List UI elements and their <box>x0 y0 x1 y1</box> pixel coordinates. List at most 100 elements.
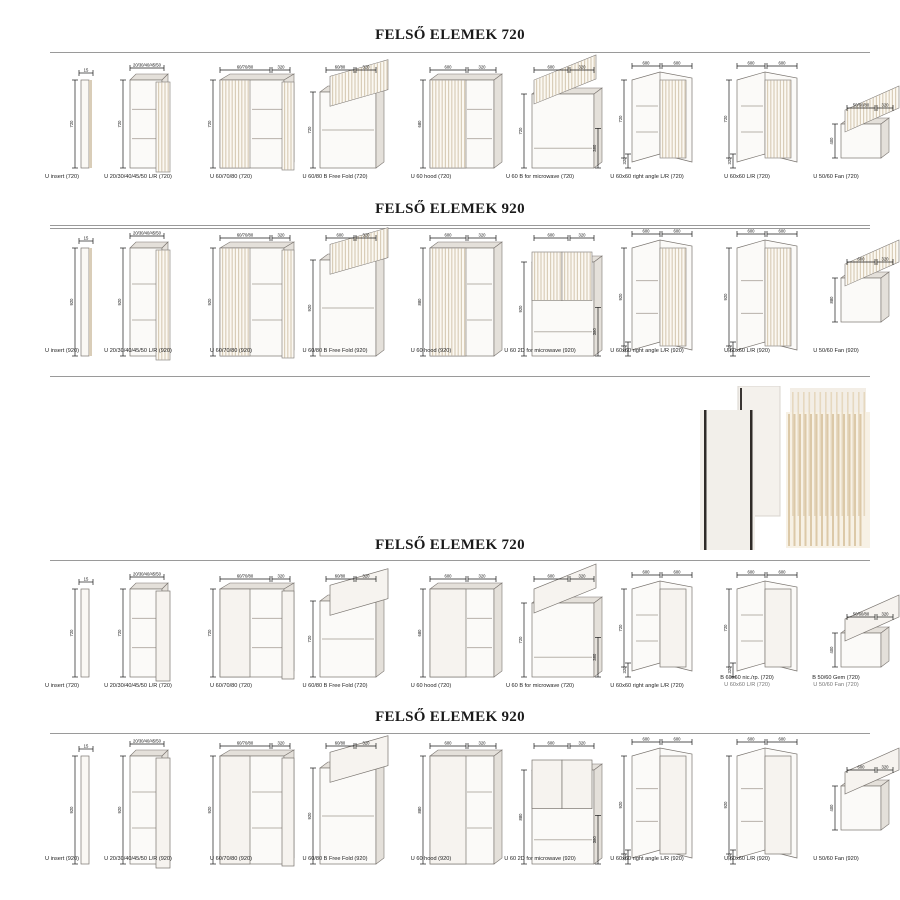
fluted-door-panel <box>219 79 251 169</box>
dimension-line: 60/80 <box>325 741 355 749</box>
dimension-line: 720 <box>723 79 732 159</box>
cabinet-caption: U 60x60 L/R (920) <box>724 348 770 354</box>
dimension-line: 720 <box>307 600 316 678</box>
cabinet-caption: U 60/80 B Free Fold (920) <box>302 348 368 354</box>
dimension-label: 720 <box>117 120 122 128</box>
dimension-label: 60/70/80 <box>237 65 254 70</box>
door-panel <box>155 590 171 682</box>
door-panel <box>329 735 389 783</box>
dimension-label: 15 <box>84 68 89 73</box>
cabinet-caption: U 60x60 right angle L/R (720) <box>610 683 684 689</box>
cabinet-caption: U 50/60 Fan (720) <box>813 174 859 180</box>
dimension-label: 400 <box>829 804 834 812</box>
cabinet-caption: U 60 B for microwave (720) <box>505 683 575 689</box>
dimension-label: 600 <box>748 61 756 66</box>
cabinet-caption: U 60 2D for microwave (920) <box>504 856 576 862</box>
cabinet-caption: U 50/60 Fan (920) <box>813 856 859 862</box>
dimension-label: 680 <box>417 629 422 637</box>
cabinet-caption: U insert (920) <box>45 856 79 862</box>
dimension-line: 920 <box>207 247 216 357</box>
door-panel <box>531 759 563 809</box>
cabinet-caption: U 60 2D for microwave (920) <box>504 348 576 354</box>
dimension-line: 320 <box>355 233 377 241</box>
dimension-label: 600 <box>445 574 453 579</box>
dimension-label: 320 <box>727 853 732 861</box>
dimension-line: 600 <box>429 574 467 582</box>
dimension-line: 380 <box>592 128 601 169</box>
dimension-line: 880 <box>829 277 838 323</box>
dimension-label: 20/30/40/45/50 <box>133 231 162 236</box>
dimension-label: 320 <box>579 233 587 238</box>
dimension-label: 920 <box>307 812 312 820</box>
cabinet-item-insert: 15 720 <box>69 58 175 183</box>
dimension-line: 15 <box>78 236 94 244</box>
dimension-label: 920 <box>518 305 523 313</box>
dimension-label: 15 <box>84 236 89 241</box>
dimension-line: 720 <box>723 588 732 668</box>
dimension-label: 920 <box>307 304 312 312</box>
dimension-line: 60/80 <box>325 65 355 73</box>
dimension-label: 600 <box>674 229 682 234</box>
dimension-line: 600 <box>766 61 798 69</box>
dimension-label: 320 <box>727 157 732 165</box>
dimension-line: 600 <box>846 765 876 773</box>
dimension-label: 920 <box>618 801 623 809</box>
dimension-line: 920 <box>307 259 316 357</box>
dimension-label: 380 <box>592 653 597 661</box>
door-panel <box>281 590 295 680</box>
dimension-line: 15 <box>78 744 94 752</box>
cabinet-caption-alt: U 50/60 Fan (720) <box>813 682 859 688</box>
dimension-label: 600 <box>643 570 651 575</box>
dimension-label: 600 <box>779 570 787 575</box>
dimension-label: 600 <box>674 737 682 742</box>
cabinet-caption: U 60 hood (720) <box>410 683 452 689</box>
dimension-line: 720 <box>518 602 527 678</box>
dimension-label: 920 <box>723 801 728 809</box>
dimension-label: 320 <box>363 65 371 70</box>
dimension-line: 720 <box>69 588 78 678</box>
dimension-line: 600 <box>766 570 798 578</box>
dimension-label: 60/70/80 <box>237 741 254 746</box>
dimension-line: 600 <box>661 229 693 237</box>
dimension-line: 720 <box>618 79 627 159</box>
dimension-line: 20/30/40/45/50 <box>129 231 165 239</box>
dimension-label: 920 <box>207 806 212 814</box>
dimension-label: 320 <box>882 103 890 108</box>
dimension-line: 320 <box>727 153 736 169</box>
dimension-label: 600 <box>643 61 651 66</box>
door-panel <box>561 759 593 809</box>
dimension-line: 380 <box>592 637 601 678</box>
dimension-label: 720 <box>207 629 212 637</box>
dimension-line: 600 <box>846 257 876 265</box>
fluted-door-panel <box>659 247 687 347</box>
dimension-line: 600 <box>766 737 798 745</box>
dimension-line: 320 <box>876 765 894 773</box>
dimension-line: 60/70/80 <box>219 574 271 582</box>
section-title-1: FELSŐ ELEMEK 720 <box>375 27 525 43</box>
dimension-line: 720 <box>117 79 126 169</box>
fluted-door-panel <box>531 251 563 301</box>
